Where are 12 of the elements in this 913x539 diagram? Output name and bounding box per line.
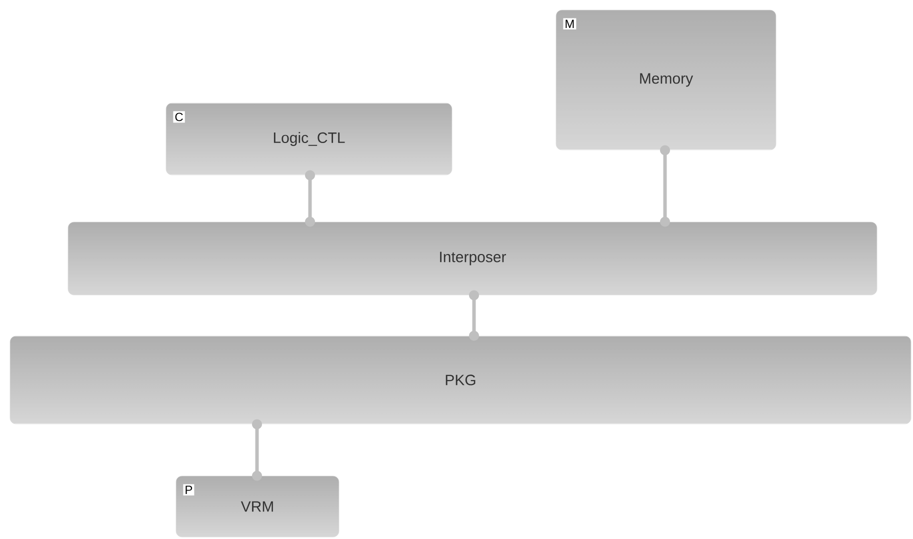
connector	[305, 170, 315, 227]
connector	[469, 290, 479, 341]
letter-badge: C	[173, 111, 185, 123]
connector	[252, 419, 262, 481]
letter-badge: P	[183, 484, 194, 496]
connector	[660, 145, 670, 227]
block-label: Memory	[640, 73, 694, 87]
block-label: Logic_CTL	[274, 132, 345, 146]
block-label: PKG	[446, 374, 476, 386]
block-label: VRM	[240, 501, 273, 512]
block-label: Interposer	[440, 252, 506, 266]
letter-badge: M	[563, 18, 576, 30]
